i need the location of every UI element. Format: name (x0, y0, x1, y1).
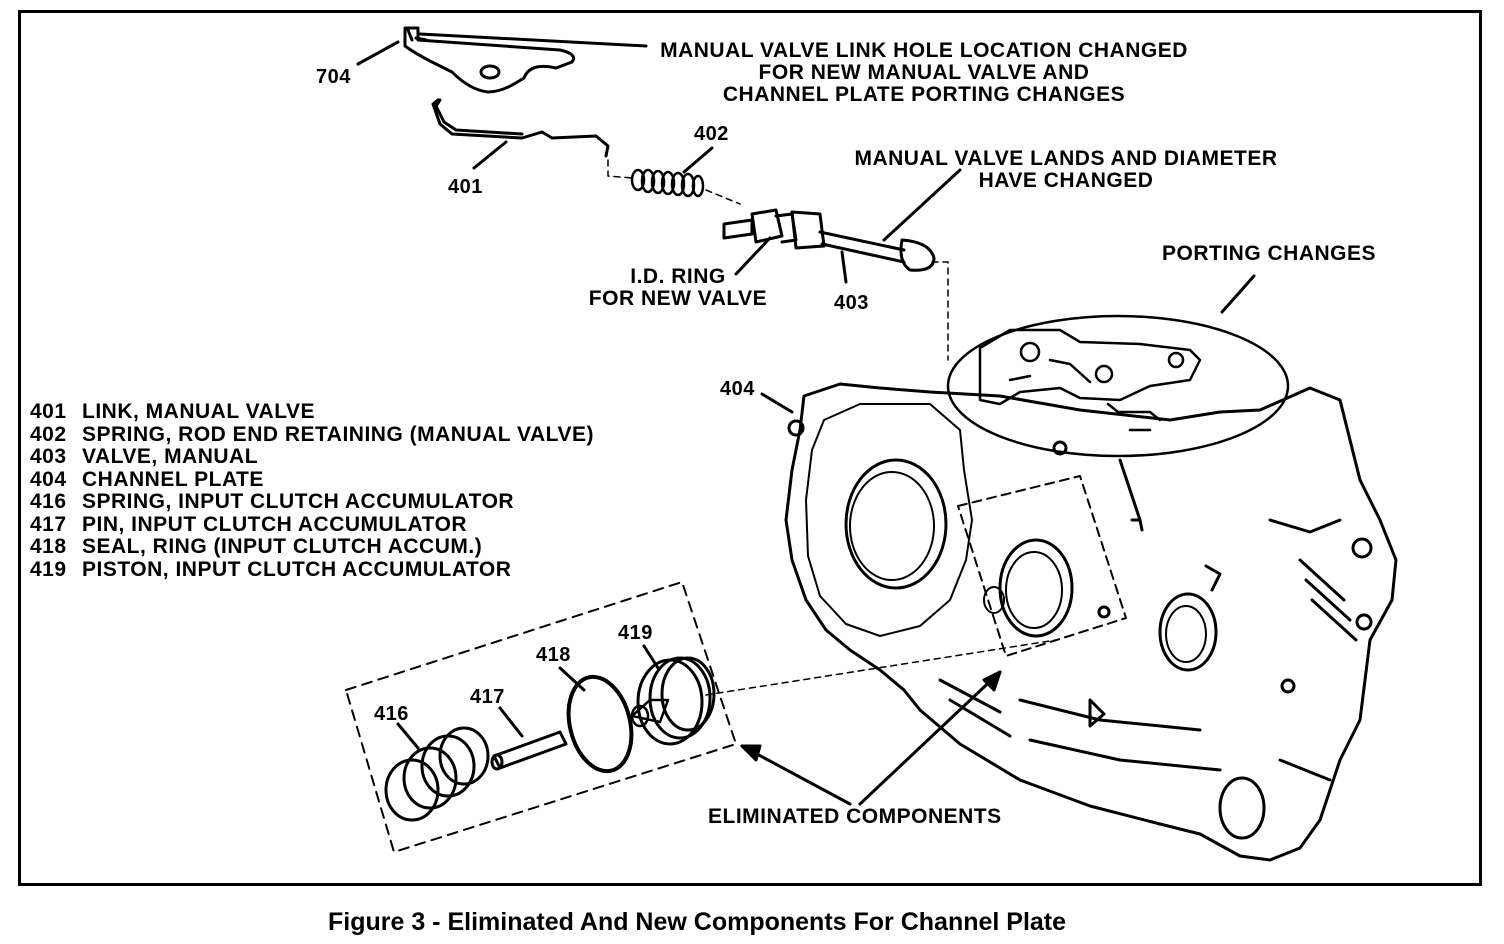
legend-row: 402 SPRING, ROD END RETAINING (MANUAL VAL… (30, 422, 594, 447)
legend-code: 403 (30, 445, 67, 468)
porting-detail (978, 328, 1202, 432)
part-label-403: 403 (834, 292, 869, 314)
callout-valve-lands-line-2: HAVE CHANGED (978, 169, 1154, 192)
part-label-401: 401 (448, 176, 483, 198)
legend-code: 419 (30, 557, 67, 581)
legend-desc: SPRING, ROD END RETAINING (MANUAL VALVE) (82, 422, 594, 446)
legend-desc: SPRING, INPUT CLUTCH ACCUMULATOR (82, 490, 515, 513)
callout-id-ring: I.D. RING FOR NEW VALVE (578, 266, 778, 310)
leader-417 (498, 706, 524, 738)
legend-row: 419 PISTON, INPUT CLUTCH ACCUMULATOR (30, 557, 594, 582)
part-label-419: 419 (618, 622, 653, 644)
part-404-channel-plate (784, 382, 1398, 862)
part-label-704: 704 (316, 66, 351, 88)
legend-row: 416 SPRING, INPUT CLUTCH ACCUMULATOR (30, 490, 594, 514)
leader-403 (840, 250, 848, 284)
part-label-416: 416 (374, 703, 409, 725)
legend-row: 417 PIN, INPUT CLUTCH ACCUMULATOR (30, 512, 594, 537)
legend-code: 402 (30, 422, 67, 446)
leader-402 (682, 146, 714, 174)
figure-caption: Figure 3 - Eliminated And New Components… (328, 908, 1067, 936)
leader-416 (396, 722, 420, 750)
parts-legend: 401 LINK, MANUAL VALVE 402 SPRING, ROD END… (30, 400, 594, 582)
callout-valve-lands: MANUAL VALVE LANDS AND DIAMETER HAVE CHA… (840, 148, 1292, 192)
callout-id-ring-line-2: FOR NEW VALVE (588, 287, 768, 310)
callout-link-hole-line-3: CHANNEL PLATE PORTING CHANGES (722, 83, 1126, 106)
leader-404 (760, 392, 794, 414)
part-label-402: 402 (694, 123, 729, 145)
porting-changes-ellipse (946, 314, 1290, 458)
legend-desc: LINK, MANUAL VALVE (82, 400, 315, 423)
callout-link-hole-line-1: MANUAL VALVE LINK HOLE LOCATION CHANGED (660, 39, 1188, 62)
arrow-eliminated-right (858, 670, 1002, 806)
part-label-418: 418 (536, 644, 571, 666)
alignment-line-accumulator (705, 639, 1057, 696)
legend-row: 404 CHANNEL PLATE (30, 467, 594, 492)
legend-code: 417 (30, 512, 67, 536)
legend-row: 401 LINK, MANUAL VALVE (30, 400, 594, 424)
figure-frame (18, 10, 1482, 886)
leader-419 (642, 644, 660, 670)
eliminated-components-box (345, 581, 737, 853)
legend-code: 416 (30, 490, 67, 513)
leader-704 (356, 40, 400, 66)
callout-id-ring-line-1: I.D. RING (630, 265, 726, 288)
leader-link-hole (418, 32, 648, 48)
arrow-eliminated-left (740, 744, 852, 806)
eliminated-port-box (957, 475, 1127, 657)
leader-porting (1220, 274, 1256, 314)
callout-porting-changes: PORTING CHANGES (1162, 242, 1377, 265)
part-416-spring (384, 726, 490, 822)
leader-valve-lands (882, 168, 962, 242)
callout-valve-lands-line-1: MANUAL VALVE LANDS AND DIAMETER (854, 147, 1278, 170)
legend-row: 418 SEAL, RING (INPUT CLUTCH ACCUM.) (30, 535, 594, 559)
part-403-manual-valve (722, 208, 936, 272)
callout-eliminated-components: ELIMINATED COMPONENTS (708, 805, 1002, 828)
legend-desc: PISTON, INPUT CLUTCH ACCUMULATOR (82, 557, 512, 581)
part-402-spring (630, 168, 705, 198)
leader-401 (472, 140, 508, 170)
legend-row: 403 VALVE, MANUAL (30, 445, 594, 469)
legend-code: 418 (30, 535, 67, 558)
legend-desc: CHANNEL PLATE (82, 467, 264, 491)
callout-link-hole: MANUAL VALVE LINK HOLE LOCATION CHANGED … (648, 40, 1200, 106)
legend-desc: VALVE, MANUAL (82, 445, 259, 468)
part-419-piston (630, 656, 716, 746)
leader-id-ring (734, 236, 772, 276)
legend-code: 404 (30, 467, 67, 491)
callout-link-hole-line-2: FOR NEW MANUAL VALVE AND (758, 61, 1090, 84)
part-704-bracket (403, 26, 575, 94)
part-401-link (431, 98, 610, 158)
part-label-417: 417 (470, 686, 505, 708)
legend-code: 401 (30, 400, 67, 423)
part-418-seal-ring (566, 674, 634, 774)
leader-418 (558, 666, 586, 692)
part-label-404: 404 (720, 378, 755, 400)
legend-desc: PIN, INPUT CLUTCH ACCUMULATOR (82, 512, 468, 536)
legend-desc: SEAL, RING (INPUT CLUTCH ACCUM.) (82, 535, 483, 558)
part-417-pin (490, 730, 568, 771)
